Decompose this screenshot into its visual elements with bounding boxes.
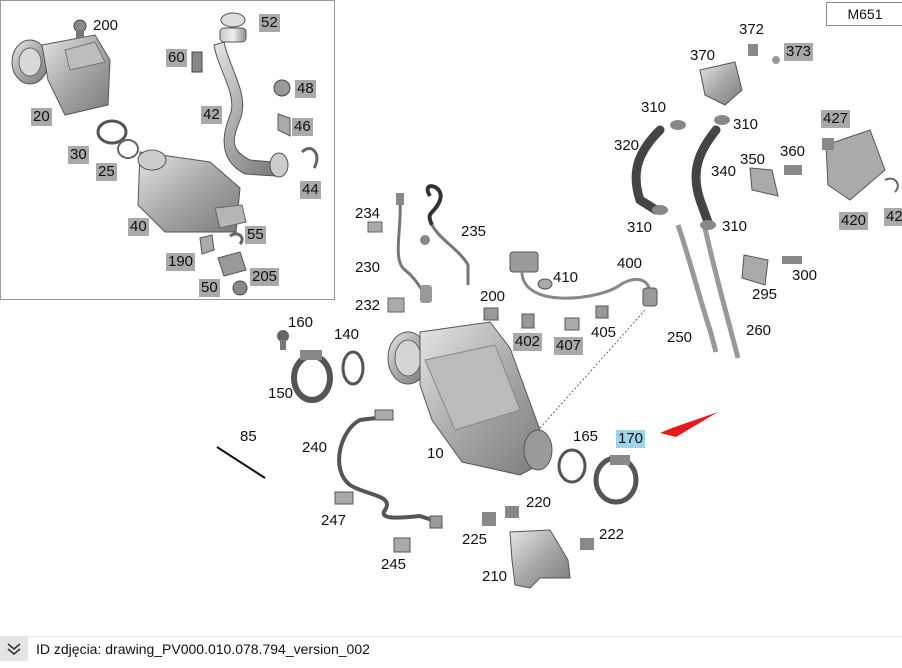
part-label[interactable]: 55 xyxy=(245,226,266,244)
turbo-line-235 xyxy=(420,184,470,285)
part-label[interactable]: 410 xyxy=(553,269,579,286)
detail-inset-frame xyxy=(0,0,335,300)
valve-370 xyxy=(699,44,780,106)
clamp-150-140 xyxy=(277,330,365,403)
bracket-210 xyxy=(482,506,594,589)
inset-catalytic-converter-20 xyxy=(11,34,111,116)
part-85-line xyxy=(216,446,266,479)
part-label[interactable]: 85 xyxy=(240,428,257,445)
part-label[interactable]: 245 xyxy=(381,556,407,573)
part-label[interactable]: 42 xyxy=(201,106,222,124)
parts-drawing xyxy=(11,12,899,589)
part-label[interactable]: 25 xyxy=(96,163,117,181)
part-label[interactable]: 20 xyxy=(31,108,52,126)
part-label[interactable]: 150 xyxy=(268,385,294,402)
ring-165-clamp-170 xyxy=(557,448,639,505)
part-label[interactable]: 420 xyxy=(839,212,869,230)
part-label[interactable]: 140 xyxy=(334,326,360,343)
part-label[interactable]: 372 xyxy=(739,21,765,38)
particle-filter-10 xyxy=(387,321,553,476)
sensor-240 xyxy=(334,409,443,553)
part-label[interactable]: 222 xyxy=(599,526,625,543)
part-label[interactable]: 52 xyxy=(259,14,280,32)
part-label[interactable]: 295 xyxy=(752,286,778,303)
brackets-right xyxy=(741,129,899,286)
inset-particle-filter-40 xyxy=(137,149,247,233)
part-label[interactable]: 200 xyxy=(480,288,506,305)
part-label[interactable]: 46 xyxy=(292,118,313,136)
part-label[interactable]: 205 xyxy=(250,268,280,286)
part-label[interactable]: 234 xyxy=(355,205,381,222)
part-label[interactable]: 310 xyxy=(722,218,748,235)
part-label[interactable]: 48 xyxy=(295,80,316,98)
part-label[interactable]: 320 xyxy=(614,137,640,154)
parts-diagram: 200 52 60 48 42 20 46 30 25 44 40 55 190… xyxy=(0,0,902,589)
part-label[interactable]: 10 xyxy=(427,445,444,462)
part-label[interactable]: 250 xyxy=(667,329,693,346)
image-id-text: ID zdjęcia: drawing_PV000.010.078.794_ve… xyxy=(36,641,370,657)
small-clips xyxy=(387,297,609,331)
part-label[interactable]: 247 xyxy=(321,512,347,529)
part-label[interactable]: 402 xyxy=(513,333,543,351)
part-label[interactable]: 225 xyxy=(462,531,488,548)
expand-toggle-button[interactable] xyxy=(0,637,28,661)
part-label[interactable]: 232 xyxy=(355,297,381,314)
part-label[interactable]: 42 xyxy=(884,208,902,226)
part-label[interactable]: 50 xyxy=(199,279,220,297)
part-label[interactable]: 310 xyxy=(627,219,653,236)
part-label[interactable]: 240 xyxy=(302,439,328,456)
part-label[interactable]: 235 xyxy=(461,223,487,240)
part-label[interactable]: 200 xyxy=(93,17,119,34)
part-label[interactable]: 160 xyxy=(288,314,314,331)
part-label[interactable]: 310 xyxy=(641,99,667,116)
highlight-arrow-icon xyxy=(660,412,718,437)
sensor-410-400 xyxy=(509,251,658,307)
part-label[interactable]: 407 xyxy=(554,337,584,355)
part-label[interactable]: 350 xyxy=(740,151,766,168)
inset-small-parts xyxy=(96,51,319,296)
part-label[interactable]: 427 xyxy=(821,110,851,128)
part-label[interactable]: 400 xyxy=(617,255,643,272)
part-label[interactable]: 405 xyxy=(591,324,617,341)
inset-exhaust-pipe-42 xyxy=(213,12,289,178)
sensor-line-230 xyxy=(367,193,432,303)
part-label-selected[interactable]: 170 xyxy=(616,430,646,448)
part-label[interactable]: 300 xyxy=(792,267,818,284)
part-label[interactable]: 340 xyxy=(711,163,737,180)
part-label[interactable]: 260 xyxy=(746,322,772,339)
part-label[interactable]: 230 xyxy=(355,259,381,276)
part-label[interactable]: 370 xyxy=(690,47,716,64)
part-label[interactable]: 60 xyxy=(166,49,187,67)
part-label[interactable]: 220 xyxy=(526,494,552,511)
pipes-250-260 xyxy=(631,115,741,359)
part-label[interactable]: 165 xyxy=(573,428,599,445)
double-chevron-down-icon xyxy=(7,643,21,656)
model-code-box: M651 xyxy=(826,2,902,26)
part-label[interactable]: 373 xyxy=(784,43,814,61)
image-id-bar: ID zdjęcia: drawing_PV000.010.078.794_ve… xyxy=(0,636,902,661)
inset-part-200-bolt xyxy=(73,19,87,38)
part-label[interactable]: 310 xyxy=(733,116,759,133)
part-label[interactable]: 210 xyxy=(482,568,508,585)
part-label[interactable]: 190 xyxy=(166,253,196,271)
part-label[interactable]: 40 xyxy=(128,218,149,236)
part-label[interactable]: 30 xyxy=(68,146,89,164)
part-label[interactable]: 360 xyxy=(780,143,806,160)
part-label[interactable]: 44 xyxy=(300,181,321,199)
